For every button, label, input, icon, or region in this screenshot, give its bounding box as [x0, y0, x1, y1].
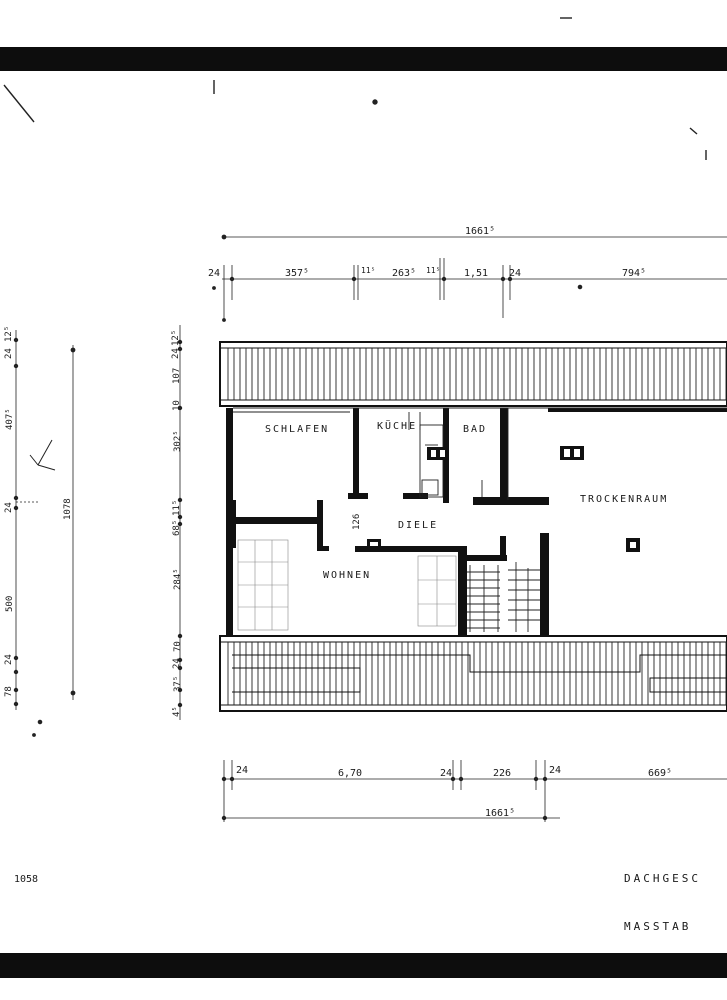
left-inner-dimension-line [177, 325, 183, 720]
walls [226, 408, 727, 636]
room-bad: BAD [463, 424, 487, 435]
dim-bottom-total: 1661⁵ [485, 808, 515, 819]
svg-text:37⁵: 37⁵ [173, 676, 183, 692]
svg-text:24: 24 [549, 765, 561, 776]
wall-stair-left [458, 546, 467, 636]
svg-text:107: 107 [172, 368, 182, 384]
left-outer-dimension-labels: 12⁵ 24 407⁵ 24 500 24 78 1078 [4, 326, 73, 697]
dim-height: 1078 [63, 498, 73, 520]
dim-top-4: 263⁵ [392, 268, 416, 279]
roof-top-strip [219, 341, 727, 407]
wall-stair-right [540, 533, 549, 636]
wall-schlafen-kuche [353, 408, 359, 498]
svg-text:4⁵: 4⁵ [172, 706, 182, 717]
dim-top-5: 11⁵ [426, 266, 440, 275]
wall-right-top [548, 408, 727, 412]
bottom-dimension-lines [221, 760, 727, 822]
room-labels: SCHLAFEN KÜCHE BAD TROCKENRAUM DIELE WOH… [265, 419, 668, 581]
svg-text:669⁵: 669⁵ [648, 768, 672, 779]
top-dimension-lines [212, 234, 727, 322]
room-kuche: KÜCHE [377, 419, 417, 432]
svg-text:24: 24 [236, 765, 248, 776]
svg-text:24: 24 [4, 348, 14, 359]
svg-text:11⁵: 11⁵ [172, 500, 182, 516]
svg-text:24: 24 [4, 502, 14, 513]
wall-bad-trocken [500, 408, 508, 503]
bottom-black-border [0, 953, 727, 978]
scan-artifacts [3, 17, 707, 737]
chimney-trockenraum [560, 446, 584, 460]
dim-top-2: 357⁵ [285, 268, 309, 279]
roof-bottom-strip [219, 635, 727, 712]
room-diele: DIELE [398, 520, 438, 531]
bottom-dimension-labels: 24 6,70 24 226 24 669⁵ 1661⁵ [236, 765, 672, 819]
dim-top-8: 794⁵ [622, 268, 646, 279]
svg-text:407⁵: 407⁵ [5, 408, 15, 430]
dim-diele-width: 126 [352, 514, 362, 530]
top-black-border [0, 47, 727, 71]
svg-text:70: 70 [173, 641, 183, 652]
room-schlafen: SCHLAFEN [265, 424, 329, 435]
svg-text:284⁵: 284⁵ [173, 568, 183, 590]
dim-top-total: 1661⁵ [465, 226, 495, 237]
dim-dot [221, 234, 227, 240]
chimney-bad [427, 447, 449, 460]
dim-top-7: 24 [509, 268, 521, 279]
svg-text:24: 24 [172, 658, 182, 669]
svg-text:10: 10 [172, 400, 182, 411]
thin-lines [233, 407, 727, 632]
left-inner-dimension-labels: 12⁵ 24 107 10 302⁵ 11⁵ 68⁵ 284⁵ 70 24 37… [171, 330, 183, 717]
svg-text:24: 24 [440, 768, 452, 779]
svg-text:24: 24 [4, 654, 14, 665]
svg-text:226: 226 [493, 768, 511, 779]
wall-wohnen-top [228, 517, 320, 524]
top-dimension-labels: 1661⁵ 24 357⁵ 11⁵ 263⁵ 11⁵ 1,51 24 794⁵ [208, 226, 646, 279]
room-trockenraum: TROCKENRAUM [580, 494, 668, 505]
svg-text:6,70: 6,70 [338, 768, 362, 779]
furniture-outlines [237, 539, 457, 631]
chimneys [367, 446, 640, 552]
room-wohnen: WOHNEN [323, 570, 371, 581]
dim-top-1: 24 [208, 268, 220, 279]
svg-text:78: 78 [4, 686, 14, 697]
svg-text:302⁵: 302⁵ [173, 430, 183, 452]
dim-top-6: 1,51 [464, 268, 488, 279]
left-note: 1058 [14, 874, 38, 885]
staircase [467, 562, 540, 632]
svg-text:24: 24 [171, 348, 181, 359]
svg-text:68⁵: 68⁵ [172, 520, 182, 536]
svg-text:12⁵: 12⁵ [4, 326, 14, 342]
svg-text:12⁵: 12⁵ [171, 330, 181, 346]
left-outer-dimension-line [13, 330, 76, 710]
dim-top-3: 11⁵ [361, 266, 375, 275]
sheet-title: DACHGESC [624, 872, 701, 885]
scale-label: MASSTAB [624, 920, 691, 933]
svg-text:500: 500 [5, 596, 15, 612]
wall-diele-bottom [355, 546, 467, 552]
